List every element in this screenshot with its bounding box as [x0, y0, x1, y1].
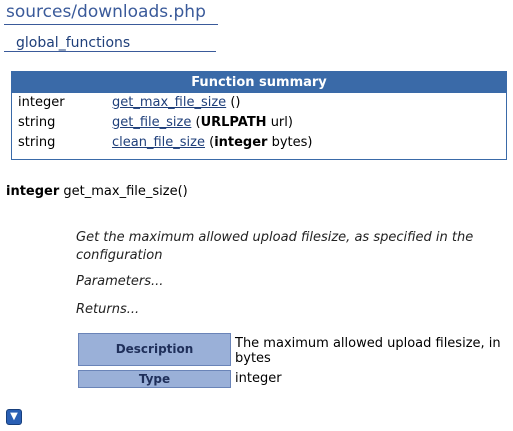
returns-type-value: integer — [235, 371, 282, 386]
summary-signature: clean_file_size (integer bytes) — [112, 133, 313, 153]
summary-param-type: URLPATH — [200, 115, 267, 130]
summary-return-type: integer — [18, 95, 65, 110]
summary-signature: get_max_file_size () — [112, 93, 240, 113]
returns-description-label: Description — [78, 333, 231, 366]
summary-param-rest: url) — [266, 115, 293, 130]
function-summary-table: Function summary integer get_max_file_si… — [11, 71, 507, 160]
summary-row: string clean_file_size (integer bytes) — [12, 133, 506, 153]
function-description: Get the maximum allowed upload filesize,… — [76, 230, 474, 263]
summary-params-open: ( — [191, 115, 201, 130]
summary-signature: get_file_size (URLPATH url) — [112, 113, 293, 133]
detail-return-type: integer — [6, 184, 60, 199]
summary-params: () — [226, 95, 241, 110]
function-link-get-max-file-size[interactable]: get_max_file_size — [112, 95, 227, 110]
class-title[interactable]: global_functions — [4, 34, 216, 52]
chevron-down-icon[interactable]: ▼ — [6, 409, 22, 425]
function-link-get-file-size[interactable]: get_file_size — [112, 115, 192, 130]
summary-return-type: string — [18, 135, 56, 150]
summary-row: string get_file_size (URLPATH url) — [12, 113, 506, 133]
function-detail-signature: integer get_max_file_size() — [6, 184, 188, 199]
summary-param-rest: bytes) — [267, 135, 313, 150]
parameters-label: Parameters... — [76, 274, 164, 289]
function-link-clean-file-size[interactable]: clean_file_size — [112, 135, 205, 150]
detail-function-name: get_max_file_size() — [59, 184, 188, 199]
file-title[interactable]: sources/downloads.php — [4, 2, 218, 25]
summary-param-type: integer — [214, 135, 268, 150]
function-summary-header: Function summary — [12, 72, 506, 93]
summary-row: integer get_max_file_size () — [12, 93, 506, 113]
returns-description-value: The maximum allowed upload filesize, in … — [235, 336, 501, 366]
summary-params-open: ( — [204, 135, 215, 150]
summary-return-type: string — [18, 115, 56, 130]
returns-type-label: Type — [78, 370, 231, 388]
returns-label: Returns... — [76, 302, 140, 317]
